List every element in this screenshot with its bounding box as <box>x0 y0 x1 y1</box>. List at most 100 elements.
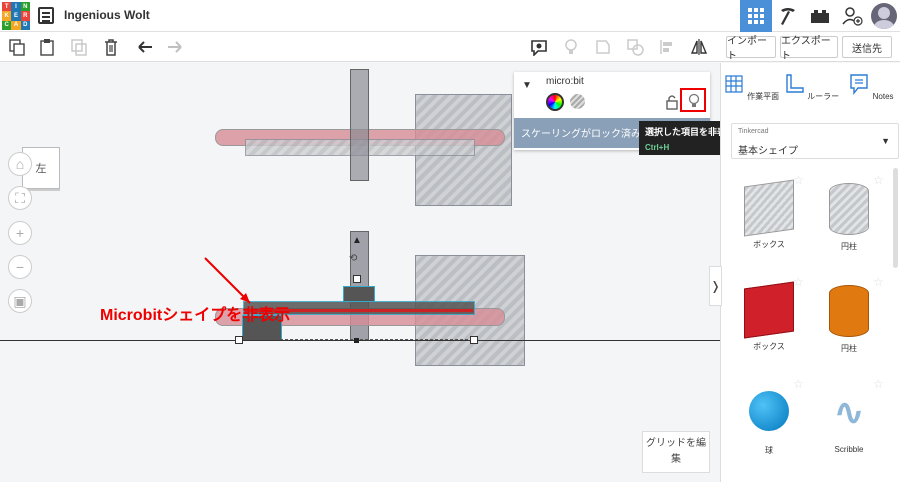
brick-icon <box>811 10 829 23</box>
ruler-tool[interactable]: ルーラー <box>781 73 841 102</box>
logo-letter: T <box>2 2 12 12</box>
box-hole-icon <box>744 179 794 237</box>
shape-box-hole[interactable]: ボックス <box>729 179 809 250</box>
workplane-tool[interactable]: 作業平面 <box>721 73 781 102</box>
grid-view-icon <box>748 8 764 24</box>
favorite-star-icon[interactable]: ☆ <box>793 275 804 289</box>
group-icon[interactable] <box>594 38 612 56</box>
zoom-in-button[interactable]: + <box>8 221 32 245</box>
scribble-icon: ∿ <box>833 392 865 434</box>
undo-icon[interactable] <box>136 38 154 56</box>
copy-icon[interactable] <box>8 38 26 56</box>
align-icon[interactable] <box>658 38 676 56</box>
design-title[interactable]: Ingenious Wolt <box>64 8 150 22</box>
logo-letter: I <box>11 2 21 12</box>
connector-block[interactable] <box>343 286 375 302</box>
favorite-star-icon[interactable]: ☆ <box>873 377 884 391</box>
bulb-icon[interactable] <box>562 38 580 56</box>
shape-cylinder[interactable]: 円柱 <box>809 285 889 354</box>
edit-toolbar: インポート エクスポート 送信先 <box>0 32 900 62</box>
3d-design-view-button[interactable] <box>740 0 772 32</box>
logo-letter: A <box>11 20 21 30</box>
shape-cylinder-hole[interactable]: 円柱 <box>809 183 889 252</box>
tool-label: Notes <box>872 92 894 101</box>
top-bar: T I N K E R C A D Ingenious Wolt <box>0 0 900 32</box>
hide-button-highlight[interactable] <box>680 88 706 112</box>
shape-scribble[interactable]: ∿ Scribble <box>809 391 889 454</box>
resize-handle[interactable] <box>470 336 478 344</box>
shape-label: ボックス <box>753 240 785 249</box>
delete-icon[interactable] <box>102 38 120 56</box>
home-view-button[interactable]: ⌂ <box>8 152 32 176</box>
hole-toggle-icon[interactable] <box>570 94 585 109</box>
favorite-star-icon[interactable]: ☆ <box>793 377 804 391</box>
logo-letter: N <box>20 2 30 12</box>
shape-label: 球 <box>765 446 773 455</box>
edit-grid-button[interactable]: グリッドを編集 <box>642 431 710 473</box>
top-right-controls <box>740 0 900 32</box>
import-button[interactable]: インポート <box>726 36 776 62</box>
ruler-icon <box>786 74 804 93</box>
resize-handle[interactable] <box>235 336 243 344</box>
ungroup-icon[interactable] <box>626 38 644 56</box>
notes-tool[interactable]: Notes <box>841 73 900 101</box>
sphere-blue-icon <box>749 391 789 431</box>
cylinder-orange-icon <box>829 285 869 337</box>
fit-view-button[interactable]: ⛶ <box>8 186 32 210</box>
library-value: 基本シェイプ <box>738 146 798 157</box>
shape-label: Scribble <box>834 445 864 454</box>
workplane-grid-icon <box>725 75 743 93</box>
inspector-title: micro:bit <box>546 76 584 87</box>
logo-letter: D <box>20 20 30 30</box>
duplicate-icon[interactable] <box>70 38 88 56</box>
export-button[interactable]: エクスポート <box>780 36 838 62</box>
zoom-out-button[interactable]: − <box>8 255 32 279</box>
logo-letter: C <box>2 20 12 30</box>
perspective-button[interactable]: ▣ <box>8 289 32 313</box>
shape-label: 円柱 <box>841 242 857 251</box>
library-dropdown[interactable]: Tinkercad 基本シェイプ ▼ <box>731 123 899 159</box>
ground-line <box>0 340 720 341</box>
favorite-star-icon[interactable]: ☆ <box>873 275 884 289</box>
lock-icon[interactable] <box>666 94 678 110</box>
comment-icon[interactable] <box>530 38 548 56</box>
panel-scrollbar[interactable] <box>893 168 898 268</box>
library-source: Tinkercad <box>738 128 769 135</box>
logo-letter: K <box>2 11 12 21</box>
user-avatar[interactable] <box>871 3 897 29</box>
shape-label: 円柱 <box>841 344 857 353</box>
shape-box[interactable]: ボックス <box>729 281 809 352</box>
side-block[interactable] <box>242 315 282 341</box>
tooltip-shortcut: Ctrl+H <box>645 143 670 152</box>
rotate-handle-icon[interactable]: ⟲ <box>349 253 358 264</box>
selection-base <box>240 339 478 340</box>
pin-shape[interactable] <box>350 69 369 181</box>
color-picker-icon[interactable] <box>546 93 564 111</box>
annotation-arrow-icon <box>204 257 251 304</box>
redo-icon[interactable] <box>166 38 184 56</box>
raise-arrow-icon[interactable]: ▲ <box>352 235 362 246</box>
minecraft-view-button[interactable] <box>772 0 804 32</box>
logo-letter: E <box>11 11 21 21</box>
collapse-panel-button[interactable]: ❭ <box>709 266 722 306</box>
paste-icon[interactable] <box>38 38 56 56</box>
annotation-label: Microbitシェイプを非表示 <box>100 307 291 324</box>
tooltip-title: 選択した項目を非表示 <box>645 127 736 137</box>
design-list-icon[interactable] <box>38 7 54 24</box>
add-user-button[interactable] <box>836 0 868 32</box>
shape-library-panel: 作業平面 ルーラー Notes Tinkercad 基本シェイプ ▼ ボックス … <box>720 63 900 482</box>
shape-sphere[interactable]: 球 <box>729 391 809 456</box>
tinkercad-logo[interactable]: T I N K E R C A D <box>2 2 30 30</box>
collapse-caret-icon[interactable]: ▼ <box>522 80 532 91</box>
box-red-icon <box>744 281 794 339</box>
favorite-star-icon[interactable]: ☆ <box>873 173 884 187</box>
chevron-down-icon: ▼ <box>881 136 890 146</box>
mirror-icon[interactable] <box>690 38 708 56</box>
bricks-view-button[interactable] <box>804 0 836 32</box>
send-to-button[interactable]: 送信先 <box>842 36 892 58</box>
tool-label: 作業平面 <box>747 92 780 101</box>
favorite-star-icon[interactable]: ☆ <box>793 173 804 187</box>
center-handle[interactable] <box>354 338 359 343</box>
notes-icon <box>850 74 869 95</box>
height-handle[interactable] <box>353 275 361 283</box>
